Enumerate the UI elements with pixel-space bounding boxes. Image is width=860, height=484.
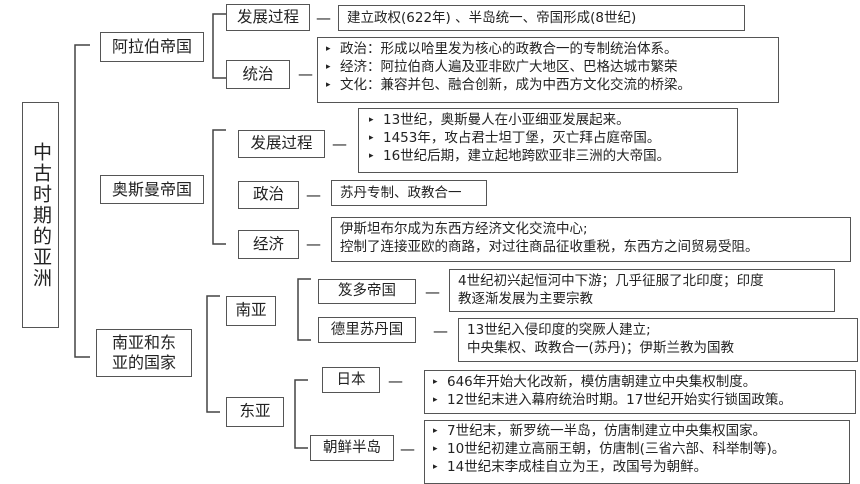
arab-rule-economy: 经济：阿拉伯商人遍及亚非欧广大地区、巴格达城市繁荣	[340, 59, 678, 75]
list-item: ▸ 1453年，攻占君士坦丁堡，灭亡拜占庭帝国。	[369, 129, 729, 147]
gupta-line: 4世纪初兴起恒河中下游；几乎征服了北印度；印度	[458, 273, 764, 289]
ottoman-development-node: 发展过程	[238, 130, 325, 158]
ottoman-politics-node: 政治	[238, 181, 299, 209]
ottoman-empire-node: 奥斯曼帝国	[100, 175, 204, 204]
korea-dash: —	[400, 440, 415, 458]
ottoman-politics-label: 政治	[252, 185, 284, 204]
arab-development-label: 发展过程	[236, 7, 299, 26]
korea-item: 10世纪初建立高丽王朝，仿唐制(三省六部、科举制等)。	[447, 441, 786, 457]
ottoman-development-label: 发展过程	[250, 134, 313, 153]
ottoman-development-dash: —	[332, 135, 347, 153]
list-item: ▸ 12世纪末进入幕府统治时期。17世纪开始实行锁国政策。	[433, 391, 847, 409]
gupta-detail: 4世纪初兴起恒河中下游；几乎征服了北印度；印度 教逐渐发展为主要宗教	[449, 269, 835, 312]
arab-development-text: 建立政权(622年) 、半岛统一、帝国形成(8世纪)	[347, 10, 637, 26]
delhi-sultanate-node: 德里苏丹国	[318, 317, 416, 343]
ottoman-economy-line: 控制了连接亚欧的商路，对过往商品征收重税，东西方之间贸易受阻。	[340, 239, 759, 255]
korea-item: 14世纪末李成桂自立为王，改国号为朝鲜。	[447, 459, 708, 475]
bullet-icon: ▸	[433, 462, 438, 472]
south-asia-label: 南亚	[235, 301, 267, 320]
japan-item: 12世纪末进入幕府统治时期。17世纪开始实行锁国政策。	[447, 392, 792, 408]
list-item: ▸ 13世纪，奥斯曼人在小亚细亚发展起来。	[369, 111, 729, 129]
south-east-asia-label: 南亚和东亚的国家	[111, 333, 176, 372]
delhi-line: 13世纪入侵印度的突厥人建立;	[467, 322, 651, 338]
arab-rule-label: 统治	[242, 64, 274, 83]
delhi-line: 中央集权、政教合一(苏丹)；伊斯兰教为国教	[467, 340, 735, 356]
ottoman-politics-text: 苏丹专制、政教合一	[340, 185, 462, 201]
east-asia-label: 东亚	[239, 402, 271, 421]
ottoman-economy-label: 经济	[252, 234, 284, 253]
root-topic-box: 中古时期的亚洲	[22, 102, 59, 328]
arab-development-node: 发展过程	[226, 4, 310, 31]
list-item: ▸ 文化：兼容并包、融合创新，成为中西方文化交流的桥梁。	[326, 76, 770, 94]
ottoman-dev-item: 16世纪后期，建立起地跨欧亚非三洲的大帝国。	[383, 148, 671, 164]
ottoman-dev-item: 1453年，攻占君士坦丁堡，灭亡拜占庭帝国。	[383, 130, 661, 146]
japan-node: 日本	[322, 367, 380, 393]
list-item: ▸ 政治：形成以哈里发为核心的政教合一的专制统治体系。	[326, 40, 770, 58]
arab-development-dash: —	[316, 9, 331, 27]
bullet-icon: ▸	[433, 377, 438, 387]
arab-rule-culture: 文化：兼容并包、融合创新，成为中西方文化交流的桥梁。	[340, 77, 691, 93]
list-item: ▸ 646年开始大化改新，模仿唐朝建立中央集权制度。	[433, 373, 847, 391]
bullet-icon: ▸	[326, 62, 331, 72]
arab-rule-detail: ▸ 政治：形成以哈里发为核心的政教合一的专制统治体系。 ▸ 经济：阿拉伯商人遍及…	[317, 37, 779, 103]
bullet-icon: ▸	[433, 395, 438, 405]
arab-rule-politics: 政治：形成以哈里发为核心的政教合一的专制统治体系。	[340, 41, 678, 57]
south-east-asia-node: 南亚和东亚的国家	[96, 329, 192, 377]
list-item: ▸ 16世纪后期，建立起地跨欧亚非三洲的大帝国。	[369, 147, 729, 165]
list-item: ▸ 经济：阿拉伯商人遍及亚非欧广大地区、巴格达城市繁荣	[326, 58, 770, 76]
arab-rule-node: 统治	[226, 60, 290, 89]
arab-empire-label: 阿拉伯帝国	[111, 37, 192, 56]
korea-detail: ▸ 7世纪末，新罗统一半岛，仿唐制建立中央集权国家。 ▸ 10世纪初建立高丽王朝…	[424, 420, 850, 484]
japan-item: 646年开始大化改新，模仿唐朝建立中央集权制度。	[447, 374, 757, 390]
ottoman-economy-line: 伊斯坦布尔成为东西方经济文化交流中心;	[340, 221, 588, 237]
gupta-empire-label: 笈多帝国	[338, 283, 396, 300]
bullet-icon: ▸	[369, 133, 374, 143]
ottoman-politics-detail: 苏丹专制、政教合一	[331, 180, 487, 206]
bullet-icon: ▸	[369, 115, 374, 125]
bullet-icon: ▸	[326, 80, 331, 90]
gupta-line: 教逐渐发展为主要宗教	[458, 291, 593, 307]
arab-rule-dash: —	[298, 65, 313, 83]
bullet-icon: ▸	[433, 426, 438, 436]
gupta-empire-node: 笈多帝国	[318, 279, 416, 304]
korea-item: 7世纪末，新罗统一半岛，仿唐制建立中央集权国家。	[447, 423, 767, 439]
ottoman-development-detail: ▸ 13世纪，奥斯曼人在小亚细亚发展起来。 ▸ 1453年，攻占君士坦丁堡，灭亡…	[358, 108, 738, 173]
list-item: ▸ 7世纪末，新罗统一半岛，仿唐制建立中央集权国家。	[433, 422, 841, 440]
japan-detail: ▸ 646年开始大化改新，模仿唐朝建立中央集权制度。 ▸ 12世纪末进入幕府统治…	[424, 370, 856, 414]
japan-dash: —	[388, 372, 403, 390]
bullet-icon: ▸	[369, 151, 374, 161]
arab-development-detail: 建立政权(622年) 、半岛统一、帝国形成(8世纪)	[338, 5, 745, 31]
list-item: ▸ 10世纪初建立高丽王朝，仿唐制(三省六部、科举制等)。	[433, 440, 841, 458]
ottoman-dev-item: 13世纪，奥斯曼人在小亚细亚发展起来。	[383, 112, 630, 128]
delhi-dash: —	[433, 322, 448, 340]
ottoman-economy-detail: 伊斯坦布尔成为东西方经济文化交流中心; 控制了连接亚欧的商路，对过往商品征收重税…	[331, 217, 851, 262]
ottoman-politics-dash: —	[306, 186, 321, 204]
bullet-icon: ▸	[433, 444, 438, 454]
ottoman-economy-dash: —	[306, 235, 321, 253]
korea-peninsula-label: 朝鲜半岛	[323, 439, 381, 456]
list-item: ▸ 14世纪末李成桂自立为王，改国号为朝鲜。	[433, 458, 841, 476]
ottoman-economy-node: 经济	[238, 230, 299, 259]
bullet-icon: ▸	[326, 44, 331, 54]
ottoman-empire-label: 奥斯曼帝国	[111, 179, 192, 199]
arab-empire-node: 阿拉伯帝国	[100, 32, 204, 62]
south-asia-node: 南亚	[226, 296, 276, 326]
root-topic-title: 中古时期的亚洲	[30, 141, 52, 289]
japan-label: 日本	[336, 371, 366, 388]
delhi-sultanate-label: 德里苏丹国	[330, 321, 404, 338]
delhi-detail: 13世纪入侵印度的突厥人建立; 中央集权、政教合一(苏丹)；伊斯兰教为国教	[458, 318, 858, 362]
gupta-dash: —	[425, 283, 440, 301]
east-asia-node: 东亚	[226, 397, 284, 427]
korea-peninsula-node: 朝鲜半岛	[310, 435, 394, 461]
